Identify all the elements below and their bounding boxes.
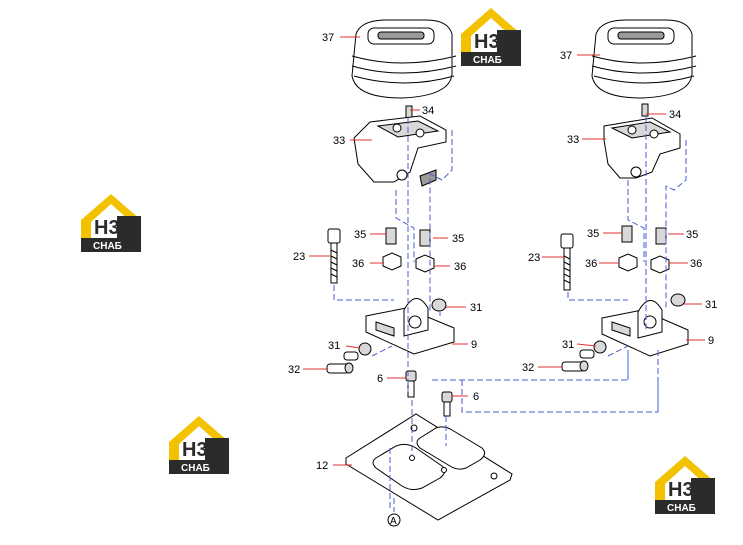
callout-37-right: 37	[560, 50, 572, 62]
logo-brand: CHAБ	[473, 55, 502, 66]
left-part-37-boot	[351, 19, 457, 99]
right-part-36-nuts	[618, 253, 670, 274]
right-leaders	[538, 54, 705, 368]
callout-31b: 31	[328, 340, 340, 352]
callout-35b: 35	[452, 233, 464, 245]
right-centerlines	[567, 116, 687, 412]
watermark-logo-1: H3 CHAБ	[461, 8, 521, 66]
logo-letters: H3	[474, 31, 500, 53]
right-part-35-setscrews	[621, 225, 667, 245]
callout-32: 32	[288, 364, 300, 376]
right-assembly: 37 34 33 35 35 23 36 36 31 9 31 32	[522, 19, 717, 412]
callout-33: 33	[333, 135, 345, 147]
callout-32-right: 32	[522, 362, 534, 374]
callout-35b-right: 35	[686, 229, 698, 241]
left-part-35-setscrews	[385, 227, 431, 247]
left-part-9-pivot	[365, 298, 455, 355]
view-marker-a: A	[387, 498, 401, 527]
callout-6b: 6	[473, 391, 479, 403]
callout-31a: 31	[470, 302, 482, 314]
callout-6a: 6	[377, 373, 383, 385]
view-marker-label: A	[390, 516, 397, 527]
callout-23-right: 23	[528, 252, 540, 264]
watermark-logo-3: H3 CHAБ	[169, 416, 229, 474]
callout-23: 23	[293, 251, 305, 263]
callout-9-right: 9	[708, 335, 714, 347]
left-part-36-nuts	[382, 252, 435, 273]
callout-35a: 35	[354, 229, 366, 241]
callout-33-right: 33	[567, 134, 579, 146]
right-part-31-bushing	[670, 293, 686, 307]
callout-36a: 36	[352, 258, 364, 270]
callout-12: 12	[316, 460, 328, 472]
right-part-34-screw	[641, 103, 649, 117]
left-part-32-pin	[326, 342, 372, 374]
logo-brand: CHAБ	[667, 503, 696, 514]
logo-letters: H3	[668, 479, 694, 501]
left-part-34-screw	[405, 105, 413, 119]
right-part-37-boot	[591, 19, 697, 99]
logo-letters: H3	[182, 439, 208, 461]
callout-9: 9	[471, 339, 477, 351]
callout-37: 37	[322, 32, 334, 44]
left-assembly: 37 34 33 35 35 23 36 36 31 9 31 32 6 6 1…	[288, 19, 659, 527]
watermark-logo-4: H3 CHAБ	[655, 456, 715, 514]
logo-brand: CHAБ	[93, 241, 122, 252]
callout-36a-right: 36	[585, 258, 597, 270]
left-part-6-screws	[405, 370, 453, 417]
callout-31a-right: 31	[705, 299, 717, 311]
right-part-33-bracket	[603, 117, 681, 179]
callout-31b-right: 31	[562, 339, 574, 351]
right-callouts: 37 34 33 35 35 23 36 36 31 9 31 32	[522, 50, 717, 374]
callout-34-right: 34	[669, 109, 681, 121]
left-leaders	[303, 36, 468, 466]
right-part-32-pin	[561, 340, 607, 372]
logo-letters: H3	[94, 217, 120, 239]
left-part-12-plate	[345, 413, 513, 521]
right-part-23-bolt	[560, 233, 574, 291]
left-part-31-bushing	[431, 298, 447, 312]
watermark-logo-2: H3 CHAБ	[81, 194, 141, 252]
callout-36b: 36	[454, 261, 466, 273]
callout-36b-right: 36	[690, 258, 702, 270]
right-part-9-pivot	[601, 300, 689, 357]
callout-34: 34	[422, 105, 434, 117]
callout-35a-right: 35	[587, 228, 599, 240]
left-part-23-bolt	[327, 228, 341, 284]
left-callouts: 37 34 33 35 35 23 36 36 31 9 31 32 6 6 1…	[288, 32, 482, 472]
logo-brand: CHAБ	[181, 463, 210, 474]
